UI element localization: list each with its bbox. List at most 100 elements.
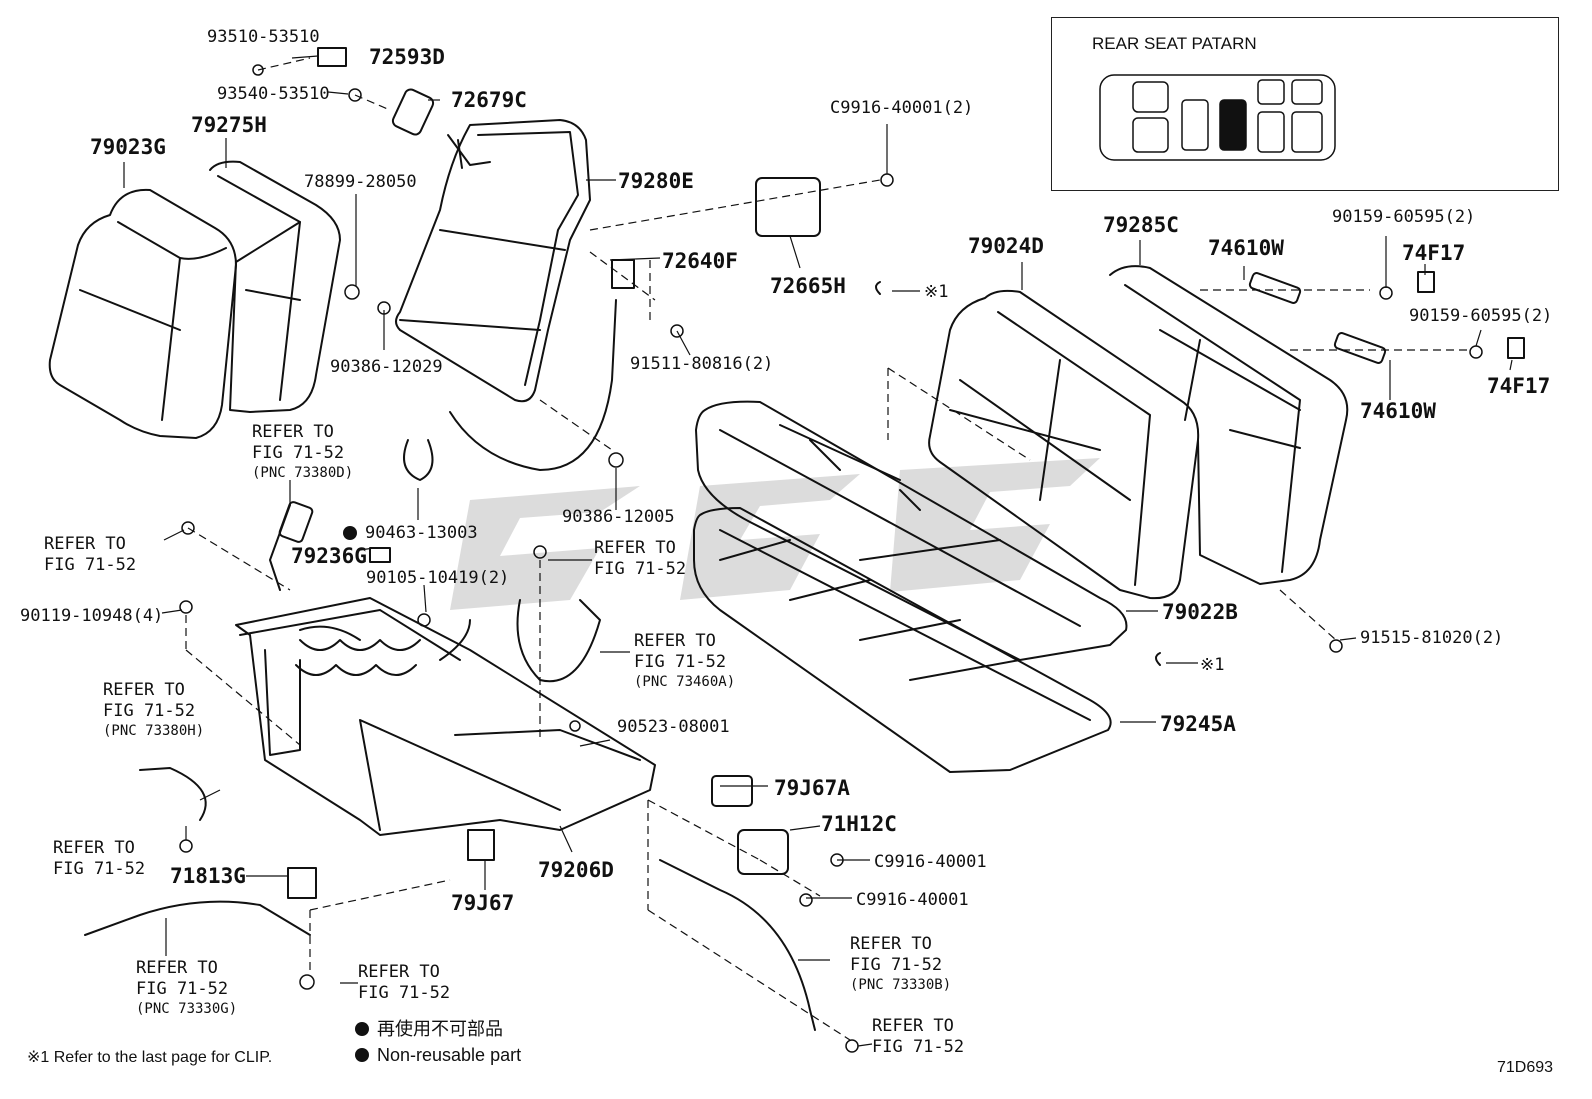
refer-line2: FIG 71-52 [358, 983, 451, 1003]
part-label-C9916-40001-a: C9916-40001 [874, 852, 987, 872]
part-label-79285C: 79285C [1103, 213, 1179, 237]
refer-block-center: REFER TO FIG 71-52 [594, 538, 686, 580]
seat-under-frame-79206D [235, 597, 656, 836]
part-label-90159-60595-upper: 90159-60595(2) [1332, 207, 1476, 227]
part-label-79024D: 79024D [968, 234, 1044, 258]
part-label-71H12C: 71H12C [821, 812, 897, 836]
clip-callout-label: ※1 [924, 282, 949, 302]
part-label-93510-53510: 93510-53510 [207, 27, 320, 47]
part-label-79023G: 79023G [90, 135, 166, 159]
legend-en: Non-reusable part [355, 1045, 521, 1065]
part-label-79275H: 79275H [191, 113, 267, 137]
refer-line2: FIG 71-52 [850, 955, 943, 975]
seat-pad-79245A [693, 507, 1112, 773]
part-label-90386-12029: 90386-12029 [330, 357, 443, 377]
refer-line2: FIG 71-52 [872, 1037, 965, 1057]
part-label-79J67: 79J67 [451, 891, 515, 915]
refer-line2: FIG 71-52 [136, 979, 229, 999]
belt-73460A [516, 599, 601, 683]
part-label-72679C: 72679C [451, 88, 527, 112]
refer-line2: FIG 71-52 [634, 652, 727, 672]
refer-pnc: (PNC 73380D) [252, 465, 354, 481]
refer-line2: FIG 71-52 [252, 443, 345, 463]
refer-line1: REFER TO [44, 534, 126, 554]
bracket-79J67 [467, 829, 495, 861]
legend-en-text: Non-reusable part [377, 1045, 522, 1065]
footnote: ※1 Refer to the last page for CLIP. [27, 1049, 273, 1066]
refer-line2: FIG 71-52 [44, 555, 137, 575]
refer-block-bottom-mid: REFER TO FIG 71-52 [358, 962, 450, 1004]
cover-71813G [287, 867, 317, 899]
bracket-72640F [611, 259, 635, 289]
refer-pnc: (PNC 73330G) [136, 1001, 238, 1017]
belt-73330B [659, 859, 816, 1031]
belt-buckle-79236G-strap [269, 504, 291, 591]
pattern-title: REAR SEAT PATARN [1092, 34, 1257, 53]
part-label-78899-28050: 78899-28050 [304, 172, 417, 192]
refer-line1: REFER TO [634, 631, 716, 651]
refer-line1: REFER TO [358, 962, 440, 982]
legend-dot-icon [355, 1048, 369, 1062]
bracket-79J67A [711, 775, 753, 807]
cap-74F17-lower [1507, 337, 1525, 359]
part-label-91511-80816: 91511-80816(2) [630, 354, 774, 374]
seat-back-79285C [1109, 265, 1349, 585]
bracket-71H12C [737, 829, 789, 875]
legend-jp: 再使用不可部品 [355, 1019, 503, 1039]
part-label-79236G: 79236G [291, 544, 367, 568]
non-reusable-marker-icon [343, 526, 357, 540]
clip-90463 [369, 547, 391, 563]
belt-buckle-79236G [278, 501, 314, 543]
part-label-71813G: 71813G [170, 864, 246, 888]
hinge-cover-72665H [755, 177, 821, 237]
figure-id: 71D693 [1497, 1059, 1554, 1076]
refer-block-bottom-right: REFER TO FIG 71-52 [872, 1016, 964, 1058]
refer-block-73380H: REFER TO FIG 71-52 (PNC 73380H) [103, 680, 204, 740]
refer-line1: REFER TO [252, 422, 334, 442]
refer-block-left-1: REFER TO FIG 71-52 [44, 534, 136, 576]
belt-73380H [139, 767, 207, 821]
part-label-C9916-40001-2: C9916-40001(2) [830, 98, 974, 118]
seat-back-79275H [209, 160, 341, 413]
belt-73330G [84, 900, 311, 936]
clip-icon [875, 281, 881, 295]
seat-back-79024D [928, 289, 1200, 600]
refer-block-73330G: REFER TO FIG 71-52 (PNC 73330G) [136, 958, 237, 1018]
part-label-74F17-lower: 74F17 [1487, 374, 1551, 398]
clip-icon [1155, 652, 1161, 666]
hinge-74610W-upper [1248, 272, 1302, 304]
part-label-74F17-upper: 74F17 [1402, 241, 1466, 265]
seat-back-79023G [48, 188, 237, 439]
clip-72593D [317, 47, 347, 67]
part-label-79280E: 79280E [618, 169, 694, 193]
part-label-74610W-upper: 74610W [1208, 236, 1284, 260]
part-label-C9916-40001-b: C9916-40001 [856, 890, 969, 910]
refer-line1: REFER TO [850, 934, 932, 954]
part-label-79206D: 79206D [538, 858, 614, 882]
part-label-90523-08001: 90523-08001 [617, 717, 730, 737]
refer-line2: FIG 71-52 [594, 559, 687, 579]
part-label-79J67A: 79J67A [774, 776, 850, 800]
part-label-72593D: 72593D [369, 45, 445, 69]
part-label-90386-12005: 90386-12005 [562, 507, 675, 527]
part-label-90159-60595-lower: 90159-60595(2) [1409, 306, 1553, 326]
hinge-74610W-lower [1333, 332, 1387, 364]
part-label-72665H: 72665H [770, 274, 846, 298]
legend-dot-icon [355, 1022, 369, 1036]
pad-72679C [391, 88, 435, 136]
clip-callout-label: ※1 [1200, 655, 1225, 675]
part-label-91515-81020: 91515-81020(2) [1360, 628, 1504, 648]
band-clamp [403, 439, 434, 481]
part-label-72640F: 72640F [662, 249, 738, 273]
refer-block-73380D: REFER TO FIG 71-52 (PNC 73380D) [252, 422, 353, 482]
seat-frame-79280E [395, 119, 591, 403]
seat-pattern-map [1099, 74, 1336, 161]
refer-block-73330B: REFER TO FIG 71-52 (PNC 73330B) [850, 934, 951, 994]
refer-line2: FIG 71-52 [103, 701, 196, 721]
refer-pnc: (PNC 73460A) [634, 674, 736, 690]
part-label-90105-10419: 90105-10419(2) [366, 568, 510, 588]
refer-block-left-2: REFER TO FIG 71-52 [53, 838, 145, 880]
refer-pnc: (PNC 73380H) [103, 723, 205, 739]
